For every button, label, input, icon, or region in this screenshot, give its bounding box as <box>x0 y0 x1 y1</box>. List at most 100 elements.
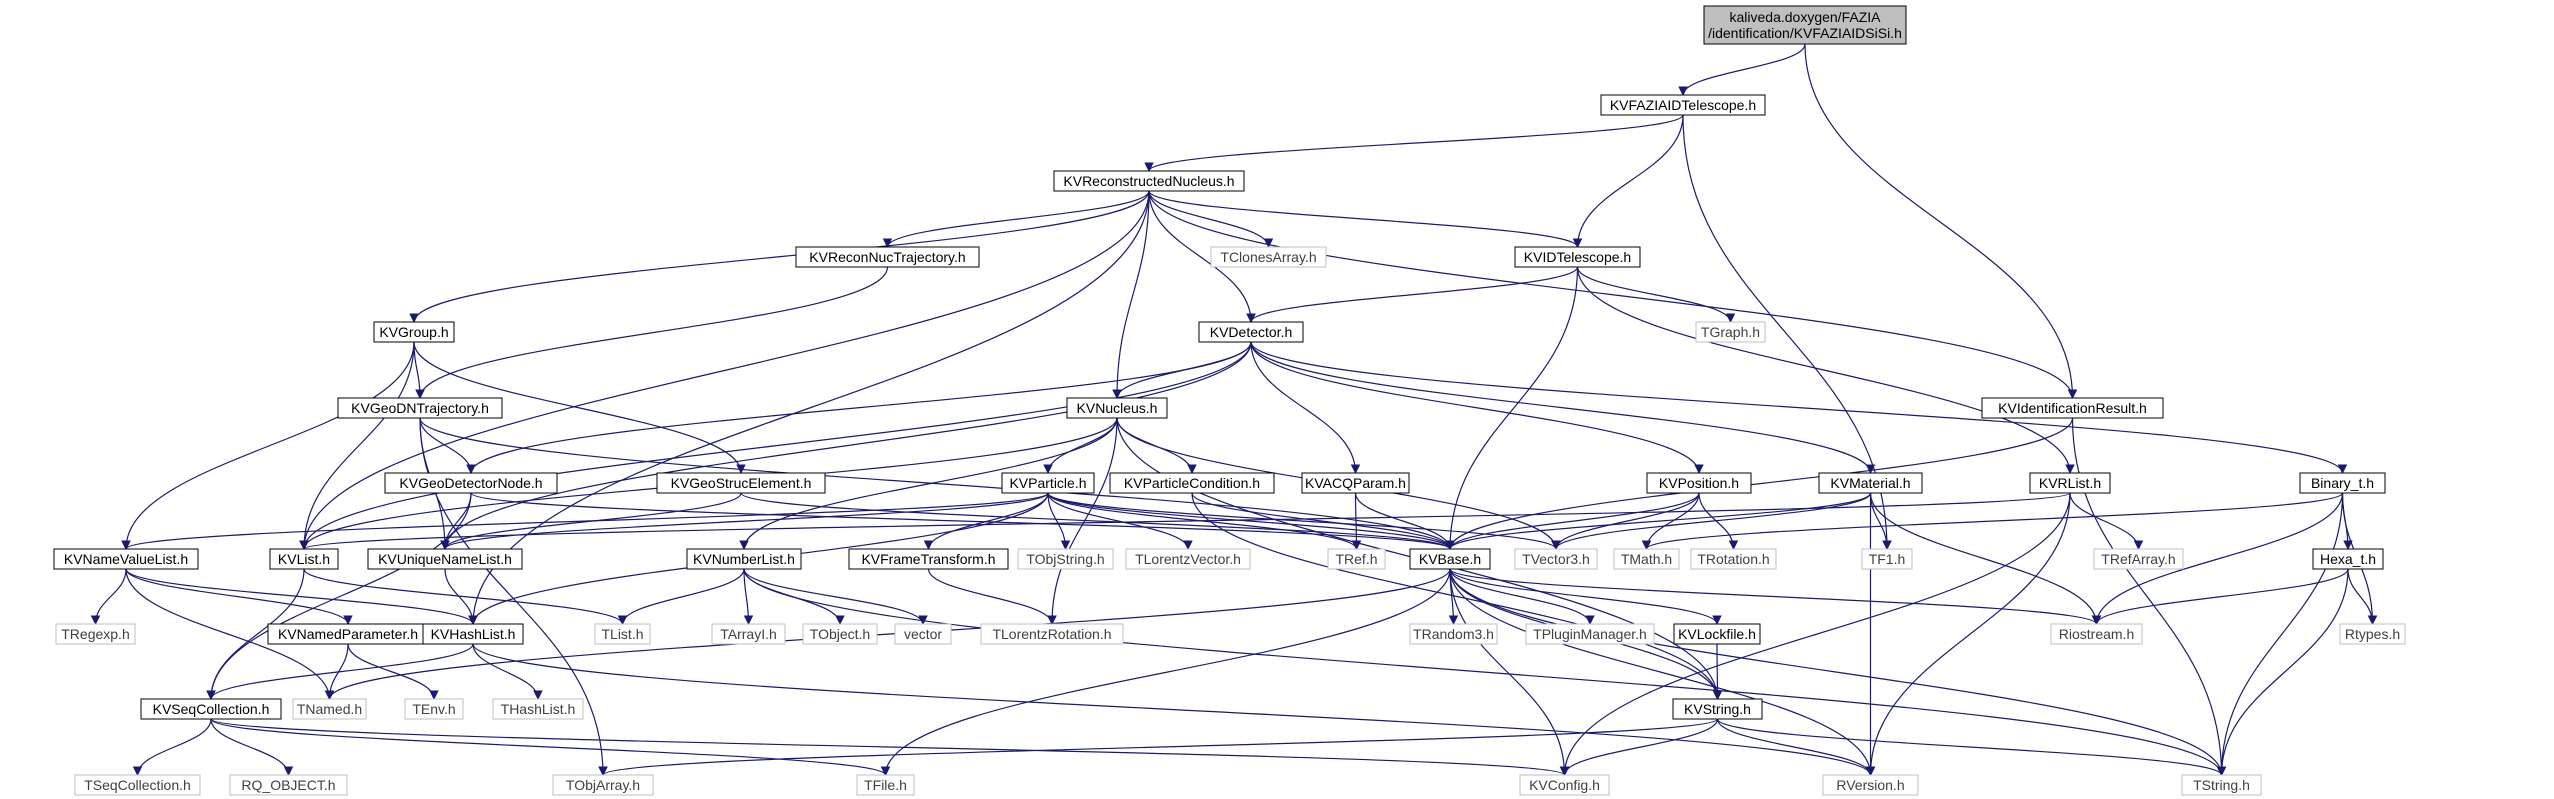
node-kvgeo-dntrajectory[interactable]: KVGeoDNTrajectory.h <box>337 397 503 419</box>
node-trotation: TRotation.h <box>1690 548 1777 570</box>
node-label: TObjString.h <box>1026 551 1104 567</box>
edge-kvgeo-detector-node-to-kvbase <box>470 492 1455 550</box>
node-kvreconstructed-nucleus[interactable]: KVReconstructedNucleus.h <box>1053 170 1245 192</box>
node-kvnamed-parameter[interactable]: KVNamedParameter.h <box>267 623 429 645</box>
edge-kvrlist-to-kvlist <box>299 492 2071 550</box>
node-label: KVConfig.h <box>1529 777 1600 793</box>
node-kvbase[interactable]: KVBase.h <box>1409 548 1491 570</box>
node-label: TRegexp.h <box>61 626 129 642</box>
node-kvgeo-struc-element[interactable]: KVGeoStrucElement.h <box>656 472 826 494</box>
edge-kvrlist-to-tref-array <box>2069 492 2144 550</box>
node-label: KVFAZIAIDTelescope.h <box>1610 97 1756 113</box>
node-box <box>894 623 952 645</box>
node-box <box>1695 321 1766 343</box>
node-label: TRef.h <box>1335 551 1377 567</box>
node-label: KVNameValueList.h <box>64 551 188 567</box>
node-kvparticle[interactable]: KVParticle.h <box>1001 472 1095 494</box>
edge-kvfaziaidtelescope-to-kvreconstructed-nucleus <box>1144 114 1684 172</box>
node-kvgeo-detector-node[interactable]: KVGeoDetectorNode.h <box>384 472 558 494</box>
node-kvnumber-list[interactable]: KVNumberList.h <box>686 548 802 570</box>
node-box <box>1673 623 1761 645</box>
edge-kvbase-to-tnamed <box>324 568 1451 700</box>
node-kvposition[interactable]: KVPosition.h <box>1646 472 1752 494</box>
node-tlist: TList.h <box>594 623 651 645</box>
node-kvrecon-nuc-trajectory[interactable]: KVReconNucTrajectory.h <box>795 246 980 268</box>
node-box <box>1053 170 1245 192</box>
node-box <box>802 623 878 645</box>
node-label: KVNucleus.h <box>1077 400 1158 416</box>
node-tseq-collection: TSeqCollection.h <box>74 774 201 796</box>
node-label: KVParticleCondition.h <box>1124 475 1260 491</box>
node-box <box>2029 472 2111 494</box>
node-kvrlist[interactable]: KVRList.h <box>2029 472 2111 494</box>
node-label: KVNumberList.h <box>693 551 795 567</box>
node-label: Hexa_t.h <box>2320 551 2376 567</box>
node-tgraph: TGraph.h <box>1695 321 1766 343</box>
edge-kvmaterial-to-riostream <box>1869 492 2102 625</box>
node-tenv: TEnv.h <box>404 698 464 720</box>
node-root[interactable]: kaliveda.doxygen/FAZIA/identification/KV… <box>1703 5 1907 45</box>
node-kvlockfile[interactable]: KVLockfile.h <box>1673 623 1761 645</box>
edge-kvbase-to-riostream <box>1449 568 2102 625</box>
edge-kvposition-to-kvbase <box>1445 492 1700 550</box>
edge-kvdetector-to-kvacqparam <box>1250 341 1361 474</box>
node-kvmaterial[interactable]: KVMaterial.h <box>1818 472 1923 494</box>
node-hexa-t[interactable]: Hexa_t.h <box>2312 548 2384 570</box>
node-label: KVLockfile.h <box>1678 626 1756 642</box>
node-kvstring[interactable]: KVString.h <box>1672 698 1763 720</box>
node-label: TVector3.h <box>1522 551 1590 567</box>
node-label: KVList.h <box>278 551 330 567</box>
node-box <box>1066 397 1168 419</box>
edge-kvframe-transform-to-tlorentz-rotation <box>927 568 1057 625</box>
node-kvidentification-result[interactable]: KVIdentificationResult.h <box>1981 397 2164 419</box>
node-kvacqparam[interactable]: KVACQParam.h <box>1301 472 1410 494</box>
node-kvidtelescope[interactable]: KVIDTelescope.h <box>1514 246 1641 268</box>
node-tobject: TObject.h <box>802 623 878 645</box>
edge-kvreconstructed-nucleus-to-kvdetector <box>1148 190 1256 323</box>
edge-kvnumber-list-to-tarray-i <box>743 568 754 625</box>
node-vector: vector <box>894 623 952 645</box>
node-tvector3: TVector3.h <box>1514 548 1598 570</box>
edge-kvreconstructed-nucleus-to-kvgroup <box>409 190 1150 323</box>
edge-kvidentification-result-to-tstring <box>2071 417 2227 776</box>
node-kvdetector[interactable]: KVDetector.h <box>1198 321 1304 343</box>
node-box <box>2339 623 2406 645</box>
edge-kvidentification-result-to-kvbase <box>1445 417 2074 550</box>
node-tobj-string: TObjString.h <box>1017 548 1114 570</box>
node-box <box>422 623 524 645</box>
node-kvlist[interactable]: KVList.h <box>269 548 339 570</box>
edge-kvgeo-struc-element-to-kvbase <box>740 492 1455 550</box>
node-kvframe-transform[interactable]: KVFrameTransform.h <box>848 548 1009 570</box>
node-box <box>2050 623 2143 645</box>
edge-kvstring-to-tobj-array <box>598 718 1719 776</box>
edge-kvnucleus-to-kvparticle <box>1043 417 1118 474</box>
edge-kvbase-to-tplugin-manager <box>1449 568 1595 625</box>
edge-kvgroup-to-kvname-value-list <box>121 341 415 550</box>
node-box <box>55 623 136 645</box>
edge-kvhash-list-to-thash-list <box>472 643 543 700</box>
node-kvseq-collection[interactable]: KVSeqCollection.h <box>140 698 282 720</box>
node-kvgroup[interactable]: KVGroup.h <box>373 321 455 343</box>
node-label: Rtypes.h <box>2345 626 2400 642</box>
node-kvname-value-list[interactable]: KVNameValueList.h <box>53 548 199 570</box>
node-kvfaziaidtelescope[interactable]: KVFAZIAIDTelescope.h <box>1600 94 1766 116</box>
node-box <box>1327 548 1386 570</box>
node-kvparticle-condition[interactable]: KVParticleCondition.h <box>1109 472 1275 494</box>
node-kvnucleus[interactable]: KVNucleus.h <box>1066 397 1168 419</box>
node-label: KVGeoDNTrajectory.h <box>351 400 489 416</box>
node-label: KVACQParam.h <box>1305 475 1406 491</box>
node-box <box>1981 397 2164 419</box>
edge-kvparticle-to-kvunique-name-list <box>440 492 1049 550</box>
node-tstring: TString.h <box>2181 774 2262 796</box>
node-box <box>74 774 201 796</box>
node-box <box>404 698 464 720</box>
node-label: TRefArray.h <box>2101 551 2175 567</box>
edge-kvseq-collection-to-kvconfig <box>210 718 1569 776</box>
node-label: KVParticle.h <box>1009 475 1086 491</box>
edge-kvnamed-parameter-to-tenv <box>347 643 439 700</box>
node-kvunique-name-list[interactable]: KVUniqueNameList.h <box>367 548 523 570</box>
edge-kvrlist-to-rversion <box>1865 492 2071 776</box>
node-kvhash-list[interactable]: KVHashList.h <box>422 623 524 645</box>
node-box <box>1001 472 1095 494</box>
node-binary-t[interactable]: Binary_t.h <box>2299 472 2386 494</box>
